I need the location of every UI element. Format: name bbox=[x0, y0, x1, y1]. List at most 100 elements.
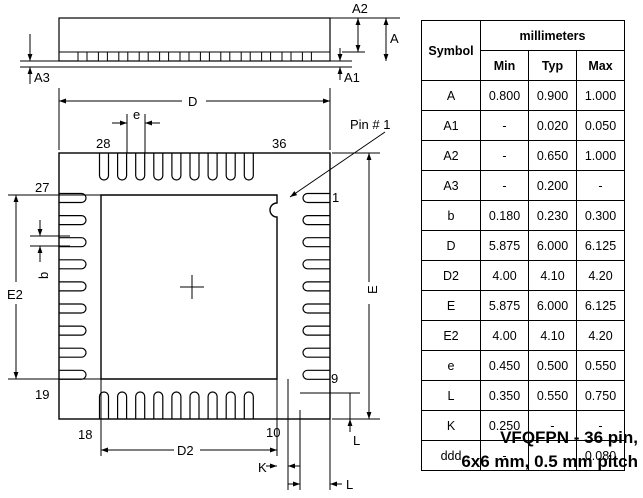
table-cell-min: - bbox=[480, 440, 529, 471]
pin-lead bbox=[59, 303, 87, 314]
pin-number-10: 10 bbox=[266, 425, 280, 440]
side-lead bbox=[118, 51, 129, 62]
label-a3: A3 bbox=[34, 70, 50, 85]
label-e-dim: E bbox=[365, 285, 380, 294]
pins-right-column bbox=[302, 192, 330, 380]
table-cell-max: - bbox=[576, 410, 625, 441]
table-cell-max: 1.000 bbox=[576, 80, 625, 111]
pin-lead bbox=[243, 153, 254, 181]
label-a1: A1 bbox=[344, 70, 360, 85]
side-lead bbox=[240, 51, 251, 62]
pin-lead bbox=[302, 215, 330, 226]
table-cell-symbol: A bbox=[421, 80, 481, 111]
side-lead bbox=[261, 51, 272, 62]
side-lead bbox=[301, 51, 312, 62]
pin-lead bbox=[302, 325, 330, 336]
pin-lead bbox=[243, 391, 254, 419]
pin-lead bbox=[189, 153, 200, 181]
table-cell-min: - bbox=[480, 170, 529, 201]
table-cell-typ: 6.000 bbox=[528, 230, 577, 261]
label-k: K bbox=[258, 460, 267, 475]
table-cell-min: 0.450 bbox=[480, 350, 529, 381]
table-cell-typ: 0.650 bbox=[528, 140, 577, 171]
pin-lead bbox=[302, 369, 330, 380]
table-cell-min: - bbox=[480, 110, 529, 141]
table-cell-typ: 0.500 bbox=[528, 350, 577, 381]
side-lead bbox=[77, 51, 88, 62]
table-cell-min: 0.350 bbox=[480, 380, 529, 411]
table-cell-max: 0.550 bbox=[576, 350, 625, 381]
side-view: A3 A2 A A1 bbox=[20, 1, 400, 85]
pin-number-36: 36 bbox=[272, 136, 286, 151]
table-cell-symbol: L bbox=[421, 380, 481, 411]
table-cell-typ: 0.200 bbox=[528, 170, 577, 201]
pin-number-9: 9 bbox=[331, 371, 338, 386]
pins-bottom-row bbox=[98, 391, 254, 419]
table-cell-typ: 6.000 bbox=[528, 290, 577, 321]
label-d2: D2 bbox=[177, 443, 194, 458]
table-cell-symbol: D bbox=[421, 230, 481, 261]
side-lead bbox=[97, 51, 108, 62]
table-cell-symbol: b bbox=[421, 200, 481, 231]
pin-lead bbox=[302, 347, 330, 358]
pin1-callout: Pin # 1 bbox=[350, 117, 390, 132]
table-cell-min: - bbox=[480, 140, 529, 171]
table-cell-typ: 4.10 bbox=[528, 320, 577, 351]
table-cell-min: 5.875 bbox=[480, 290, 529, 321]
pin-lead bbox=[59, 259, 87, 270]
label-e2: E2 bbox=[7, 287, 23, 302]
pin-lead bbox=[189, 391, 200, 419]
pin-lead bbox=[135, 391, 146, 419]
label-l-right: L bbox=[353, 433, 360, 448]
table-cell-typ: 0.230 bbox=[528, 200, 577, 231]
side-lead bbox=[159, 51, 170, 62]
label-b: b bbox=[36, 272, 51, 279]
side-lead bbox=[138, 51, 149, 62]
pin-lead bbox=[59, 347, 87, 358]
table-cell-min: 0.250 bbox=[480, 410, 529, 441]
table-cell-symbol: A1 bbox=[421, 110, 481, 141]
pin-lead bbox=[59, 192, 87, 204]
pin-number-18: 18 bbox=[78, 427, 92, 442]
table-cell-typ: 0.020 bbox=[528, 110, 577, 141]
label-a2: A2 bbox=[352, 1, 368, 16]
table-cell-max: - bbox=[576, 170, 625, 201]
pin-number-1: 1 bbox=[332, 190, 339, 205]
pin-lead bbox=[302, 192, 330, 204]
label-e-pitch: e bbox=[133, 107, 140, 122]
pin-lead bbox=[98, 391, 110, 419]
table-cell-typ: 4.10 bbox=[528, 260, 577, 291]
label-l-bottom: L bbox=[346, 477, 353, 492]
table-cell-min: 5.875 bbox=[480, 230, 529, 261]
package-body bbox=[58, 152, 331, 420]
side-lead bbox=[281, 51, 292, 62]
table-cell-symbol: D2 bbox=[421, 260, 481, 291]
pin-lead bbox=[302, 259, 330, 270]
pin-lead bbox=[225, 391, 236, 419]
pin-number-28: 28 bbox=[96, 136, 110, 151]
pin-number-19: 19 bbox=[35, 387, 49, 402]
table-cell-max: 6.125 bbox=[576, 290, 625, 321]
pin-lead bbox=[59, 237, 87, 248]
side-lead bbox=[179, 51, 190, 62]
header-typ: Typ bbox=[528, 50, 577, 81]
table-cell-symbol: A2 bbox=[421, 140, 481, 171]
table-cell-symbol: ddd bbox=[421, 440, 481, 471]
table-cell-max: 6.125 bbox=[576, 230, 625, 261]
header-min: Min bbox=[480, 50, 529, 81]
table-cell-symbol: A3 bbox=[421, 170, 481, 201]
side-lead bbox=[220, 51, 231, 62]
pin-lead bbox=[302, 237, 330, 248]
pin-lead bbox=[207, 153, 218, 181]
pin-lead bbox=[207, 391, 218, 419]
